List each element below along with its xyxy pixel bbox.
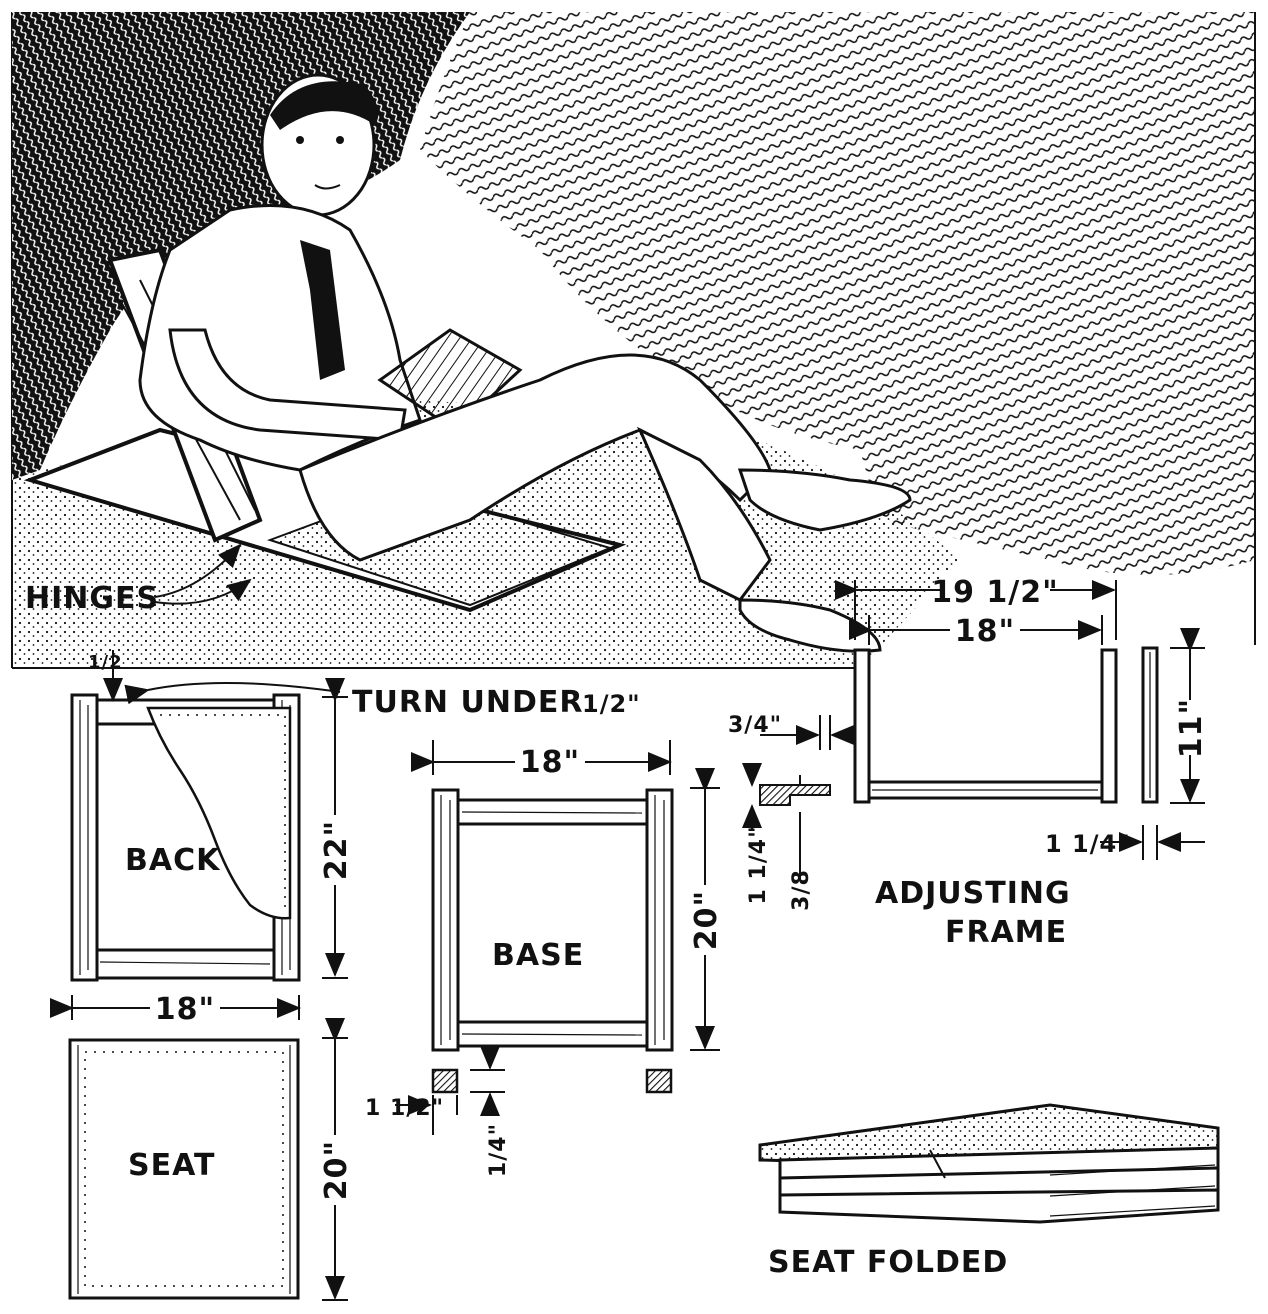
adj-thickness-dim: 1 1/4" xyxy=(1045,830,1131,858)
joint-detail: 3/4" 1 1/4" 3/8 xyxy=(728,713,854,911)
base-section-right xyxy=(645,1068,673,1094)
base-height-dim: 20" xyxy=(689,890,724,950)
seat-folded: SEAT FOLDED xyxy=(758,1103,1220,1280)
back-half-inch: 1/2 xyxy=(88,652,123,673)
scene-illustration: HINGES xyxy=(11,12,1256,669)
bush-foliage xyxy=(420,12,1255,575)
adj-inner-width: 18" xyxy=(955,614,1015,649)
back-label: BACK xyxy=(125,843,221,878)
adjusting-label-1: ADJUSTING xyxy=(875,876,1071,911)
back-width-dim: 18" xyxy=(155,992,215,1027)
seat-folded-label: SEAT FOLDED xyxy=(768,1245,1008,1280)
detail-three-eighths: 3/8 xyxy=(789,869,814,911)
turn-under-fraction: 1/2" xyxy=(582,690,641,718)
seated-man-figure xyxy=(138,73,912,653)
base-label: BASE xyxy=(492,938,584,973)
adj-outer-width: 19 1/2" xyxy=(931,575,1059,610)
base-width-dim: 18" xyxy=(520,745,580,780)
hinges-label: HINGES xyxy=(25,581,159,616)
base-section-left xyxy=(431,1068,459,1094)
seat-height-dim: 20" xyxy=(319,1140,354,1200)
detail-one-quarter: 1 1/4" xyxy=(746,825,771,904)
base-leg-dim-b: 1/4" xyxy=(486,1123,511,1177)
detail-three-quarter: 3/4" xyxy=(728,713,782,738)
back-height-dim: 22" xyxy=(319,820,354,880)
turn-under-label: TURN UNDER xyxy=(352,685,583,720)
base-panel: BASE 18" 20" 1 1/2" 1/4" xyxy=(365,740,724,1177)
seat-panel: SEAT 20" xyxy=(68,1018,354,1301)
adj-height-dim: 11" xyxy=(1174,698,1209,758)
back-panel: TURN UNDER 1/2" 1/2 BACK 22" 18" xyxy=(50,650,641,1027)
base-leg-dim-a: 1 1/2" xyxy=(365,1096,444,1121)
adjusting-label-2: FRAME xyxy=(945,915,1067,950)
adjusting-frame: 19 1/2" 18" 11" 1 1/4" ADJUSTING FRAME xyxy=(835,570,1209,950)
seat-label: SEAT xyxy=(128,1148,215,1183)
